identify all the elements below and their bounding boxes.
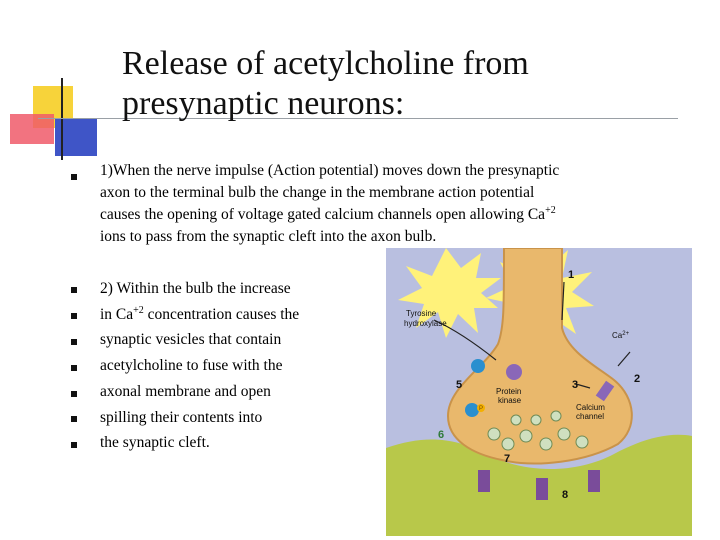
- receptor-icons: [478, 470, 600, 500]
- title-line-1: Release of acetylcholine from: [122, 45, 529, 82]
- label-8: 8: [562, 489, 568, 501]
- bullet-paragraph-2: 2) Within the bulb the increase in Ca+2 …: [100, 276, 370, 456]
- tyrosine-label: Tyrosine: [406, 309, 437, 318]
- decor-vertical-line: [61, 78, 63, 160]
- paragraph-text: in Ca: [100, 305, 134, 323]
- protein-kinase-label: kinase: [498, 396, 522, 405]
- bullet-marker: [71, 339, 77, 345]
- superscript: +2: [133, 304, 144, 316]
- bullet-marker: [71, 442, 77, 448]
- paragraph-line: 1)When the nerve impulse (Action potenti…: [100, 162, 560, 179]
- title-line-2: presynaptic neurons:: [122, 85, 405, 122]
- vesicle-cluster: [487, 410, 589, 451]
- decor-horizontal-line: [38, 118, 678, 119]
- bullet-marker: [71, 391, 77, 397]
- bullet-marker: [71, 313, 77, 319]
- protein-kinase-label: Protein: [496, 387, 521, 396]
- bullet-marker: [71, 174, 77, 180]
- paragraph-text: causes the opening of voltage gated calc…: [100, 206, 546, 223]
- label-7: 7: [504, 453, 510, 465]
- superscript: +2: [545, 204, 556, 216]
- bullet-paragraph-1: 1)When the nerve impulse (Action potenti…: [100, 160, 640, 248]
- phosphate-icon: [477, 404, 485, 412]
- calcium-channel-icon: [595, 380, 615, 402]
- label-2: 2: [634, 373, 640, 385]
- paragraph-text: concentration causes the: [143, 305, 300, 323]
- paragraph-line: spilling their contents into: [100, 408, 263, 426]
- label-6: 6: [438, 429, 444, 441]
- bullet-marker: [71, 365, 77, 371]
- calcium-channel-label: channel: [576, 412, 604, 421]
- label-5: 5: [456, 379, 462, 391]
- vesicle: [465, 403, 479, 417]
- vesicle: [471, 359, 485, 373]
- slide-title: Release of acetylcholine from presynapti…: [122, 44, 682, 124]
- label-1: 1: [568, 269, 574, 281]
- bullet-marker: [71, 416, 77, 422]
- tyrosine-label: hydroxylase: [404, 319, 447, 328]
- calcium-channel-label: Calcium: [576, 403, 605, 412]
- protein-kinase-icon: [506, 364, 522, 380]
- paragraph-line: causes the opening of voltage gated calc…: [100, 204, 640, 226]
- arrow-icons: [433, 281, 631, 389]
- paragraph-line: acetylcholine to fuse with the: [100, 357, 283, 375]
- calcium-ion-label: Ca2+: [612, 331, 630, 340]
- bullet-marker: [71, 287, 77, 293]
- paragraph-line: in Ca+2 concentration causes the: [100, 302, 370, 328]
- decor-red-square: [10, 114, 54, 144]
- paragraph-line: axon to the terminal bulb the change in …: [100, 184, 535, 201]
- paragraph-line: axonal membrane and open: [100, 382, 271, 400]
- label-3: 3: [572, 379, 578, 391]
- paragraph-line: ions to pass from the synaptic cleft int…: [100, 228, 437, 245]
- presynaptic-terminal: [446, 248, 633, 465]
- action-potential-flash: [398, 248, 501, 338]
- paragraph-line: the synaptic cleft.: [100, 434, 210, 452]
- paragraph-line: 2) Within the bulb the increase: [100, 280, 291, 297]
- phosphate-label: P: [479, 406, 483, 412]
- paragraph-line: synaptic vesicles that contain: [100, 331, 282, 349]
- synapse-diagram: P 1 2 3 5 6 7 8 Tyrosine hydroxylase Pro…: [386, 248, 692, 536]
